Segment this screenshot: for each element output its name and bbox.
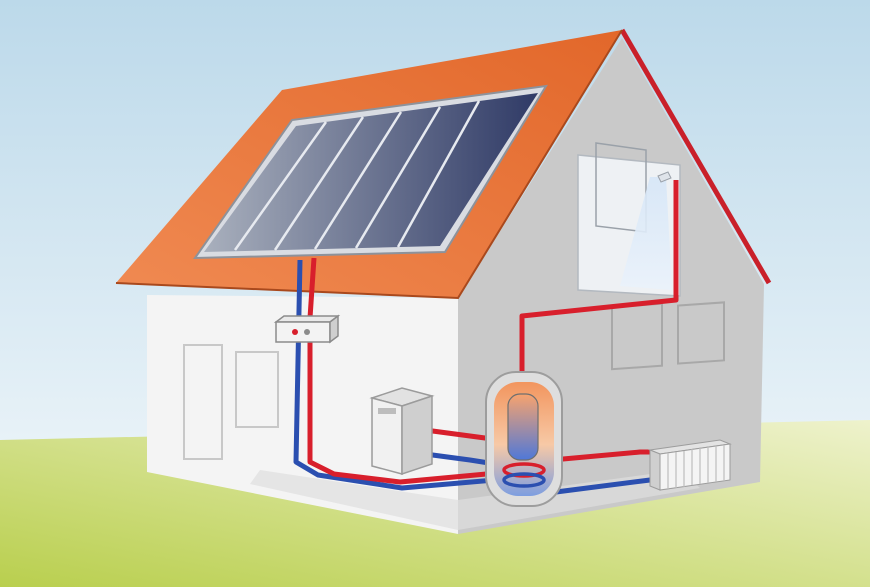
front-window [235, 351, 279, 428]
collector-flow-pipe [307, 257, 509, 485]
radiator-icon [648, 439, 732, 491]
shower-supply-pipe [519, 180, 679, 392]
tank-inner-vessel [507, 393, 539, 461]
solar-panel-icon [193, 84, 548, 260]
house-floor-interior [250, 470, 700, 530]
side-window-right [677, 301, 725, 365]
collector-return-pipe [293, 259, 519, 491]
solar-collector-dividers [233, 100, 481, 251]
roof-eave [115, 29, 623, 300]
house-front-wall [147, 295, 458, 534]
roof-edge [619, 28, 772, 285]
front-door [183, 344, 223, 460]
water-tank-icon [485, 371, 563, 507]
solar-collector-surface [204, 93, 538, 252]
boiler-icon [369, 387, 435, 476]
shower-spray [620, 177, 672, 290]
shower-icon [657, 171, 672, 183]
tank-heat-coil [502, 462, 546, 488]
pump-icon [273, 314, 341, 344]
